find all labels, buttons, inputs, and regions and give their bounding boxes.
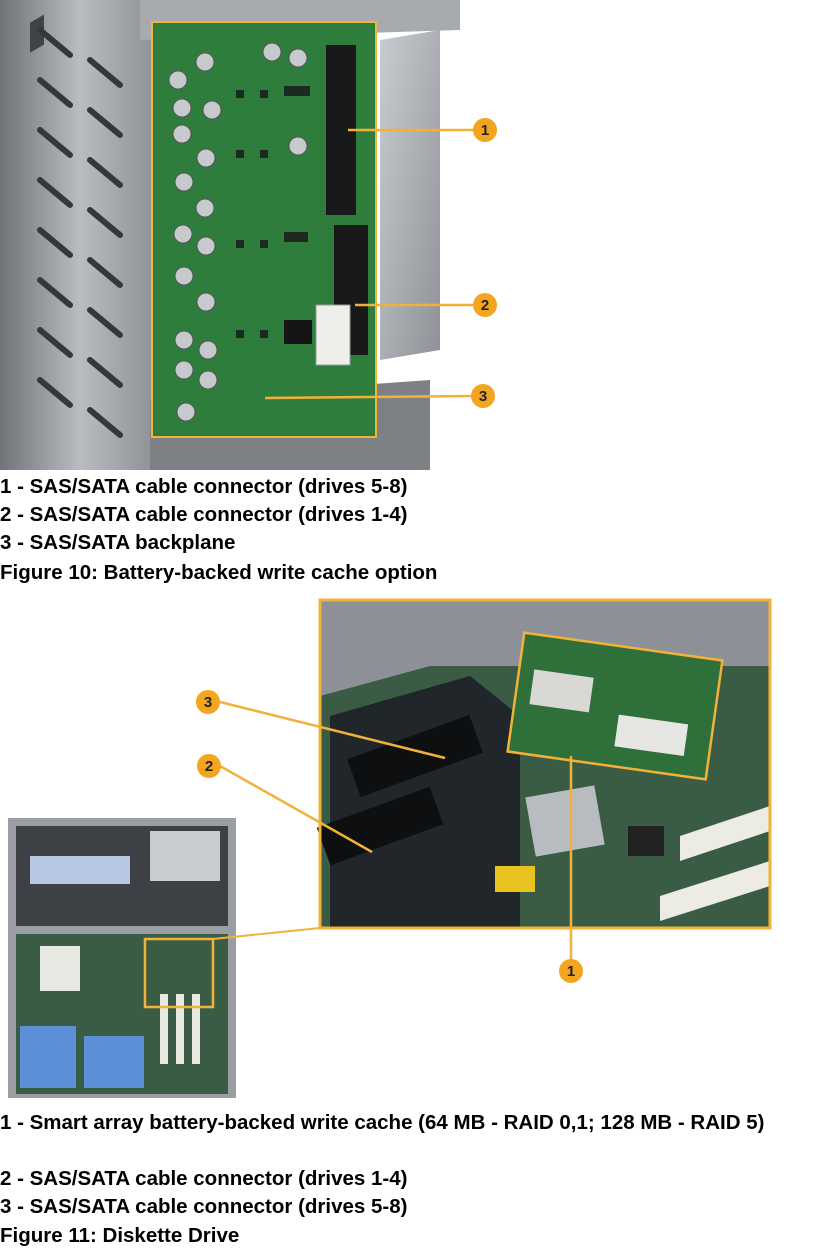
heatsink (525, 785, 605, 857)
callout-1-bottom: 1 (559, 959, 583, 983)
drive-cage-side (0, 0, 160, 470)
backplane-photo: 1 2 3 (0, 0, 497, 470)
figure-10-title: Figure 10: Battery-backed write cache op… (0, 561, 438, 584)
caption-bottom-3: 3 - SAS/SATA cable connector (drives 5-8… (0, 1195, 408, 1218)
power-connector (315, 304, 351, 366)
callout-1-top: 1 (473, 118, 497, 142)
caption-top-1: 1 - SAS/SATA cable connector (drives 5-8… (0, 475, 408, 498)
caption-bottom-1: 1 - Smart array battery-backed write cac… (0, 1111, 765, 1134)
svg-text:2: 2 (481, 297, 489, 314)
svg-text:3: 3 (479, 388, 487, 405)
svg-text:1: 1 (481, 122, 489, 139)
sas-connector-zoom-1 (347, 714, 483, 798)
callout-3-bottom: 3 (196, 690, 220, 714)
svg-text:2: 2 (205, 758, 213, 775)
callout-3-top: 3 (471, 384, 495, 408)
board-capacitors (168, 42, 308, 422)
caption-top-2: 2 - SAS/SATA cable connector (drives 1-4… (0, 503, 408, 526)
svg-text:1: 1 (567, 963, 575, 980)
caption-bottom-2: 2 - SAS/SATA cable connector (drives 1-4… (0, 1167, 408, 1190)
caption-top-3: 3 - SAS/SATA backplane (0, 531, 236, 554)
callout-2-top: 2 (473, 293, 497, 317)
svg-text:3: 3 (204, 694, 212, 711)
sas-connector-zoom-2 (316, 786, 444, 866)
figure-11-title: Figure 11: Diskette Drive (0, 1224, 240, 1247)
write-cache-photo: 3 2 1 (8, 598, 772, 1098)
callout-2-bottom: 2 (197, 754, 221, 778)
side-plate (380, 30, 440, 360)
zoom-region-marker (143, 937, 215, 1009)
cage-vent-slots (30, 14, 44, 53)
